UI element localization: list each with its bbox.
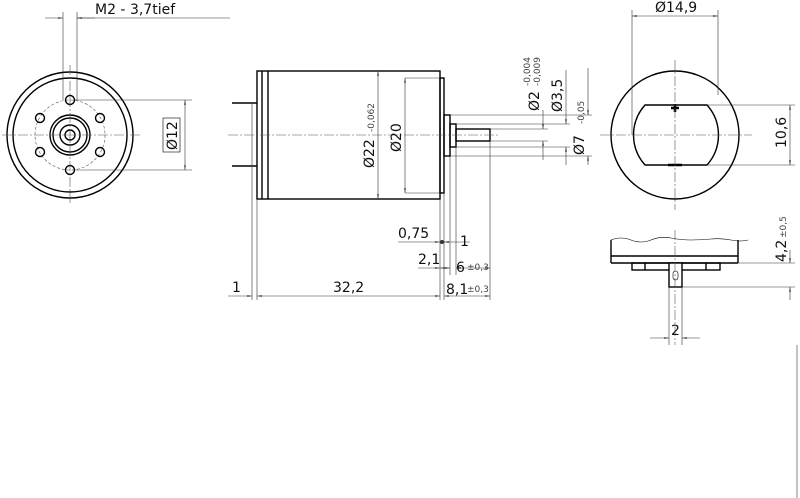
terminal-height-label: 4,2 — [774, 240, 790, 262]
dim-2-1: 2,1 — [418, 252, 440, 268]
outer-dia-label: Ø14,9 — [655, 0, 697, 16]
body-dia-label: Ø22 — [362, 139, 378, 168]
mounting-holes — [34, 94, 106, 176]
dim-32-2: 32,2 — [333, 280, 364, 296]
terminals — [232, 102, 257, 167]
shaft-dia-label: Ø2 — [527, 91, 543, 111]
dim-6-tolerance: ±0,3 — [467, 263, 489, 273]
terminal-height-tolerance: ±0,5 — [779, 216, 789, 238]
boss-dia-tolerance: -0,05 — [577, 101, 587, 124]
shaft-tol-upper: -0,004 — [523, 57, 533, 86]
dim-1-right: 1 — [460, 234, 469, 250]
thread-label: M2 - 3,7tief — [95, 2, 176, 18]
dim-0-75: 0,75 — [398, 226, 429, 242]
terminal-width-label: 2 — [671, 323, 680, 339]
dim-1-left: 1 — [232, 280, 241, 296]
front-view: M2 - 3,7tief Ø12 — [2, 2, 230, 205]
dim-6: 6 — [456, 260, 465, 276]
dim-8-1: 8,1 — [446, 282, 468, 298]
boss-dia-label: Ø7 — [572, 135, 588, 155]
slot-height-label: 10,6 — [774, 117, 790, 148]
shaft-tol-lower: -0,009 — [533, 57, 543, 86]
dim-8-1-tolerance: ±0,3 — [467, 285, 489, 295]
side-view: Ø22 -0,062 Ø20 Ø2 -0,004 -0,009 Ø3,5 Ø7 … — [228, 57, 592, 300]
body-dia-tolerance: -0,062 — [367, 103, 377, 132]
rear-view: Ø14,9 10,6 4,2 ±0,5 2 — [600, 0, 795, 345]
hole-circle-dia-label: Ø12 — [165, 121, 181, 150]
flange-dia-label: Ø20 — [389, 123, 405, 152]
collar-dia-label: Ø3,5 — [550, 79, 566, 112]
